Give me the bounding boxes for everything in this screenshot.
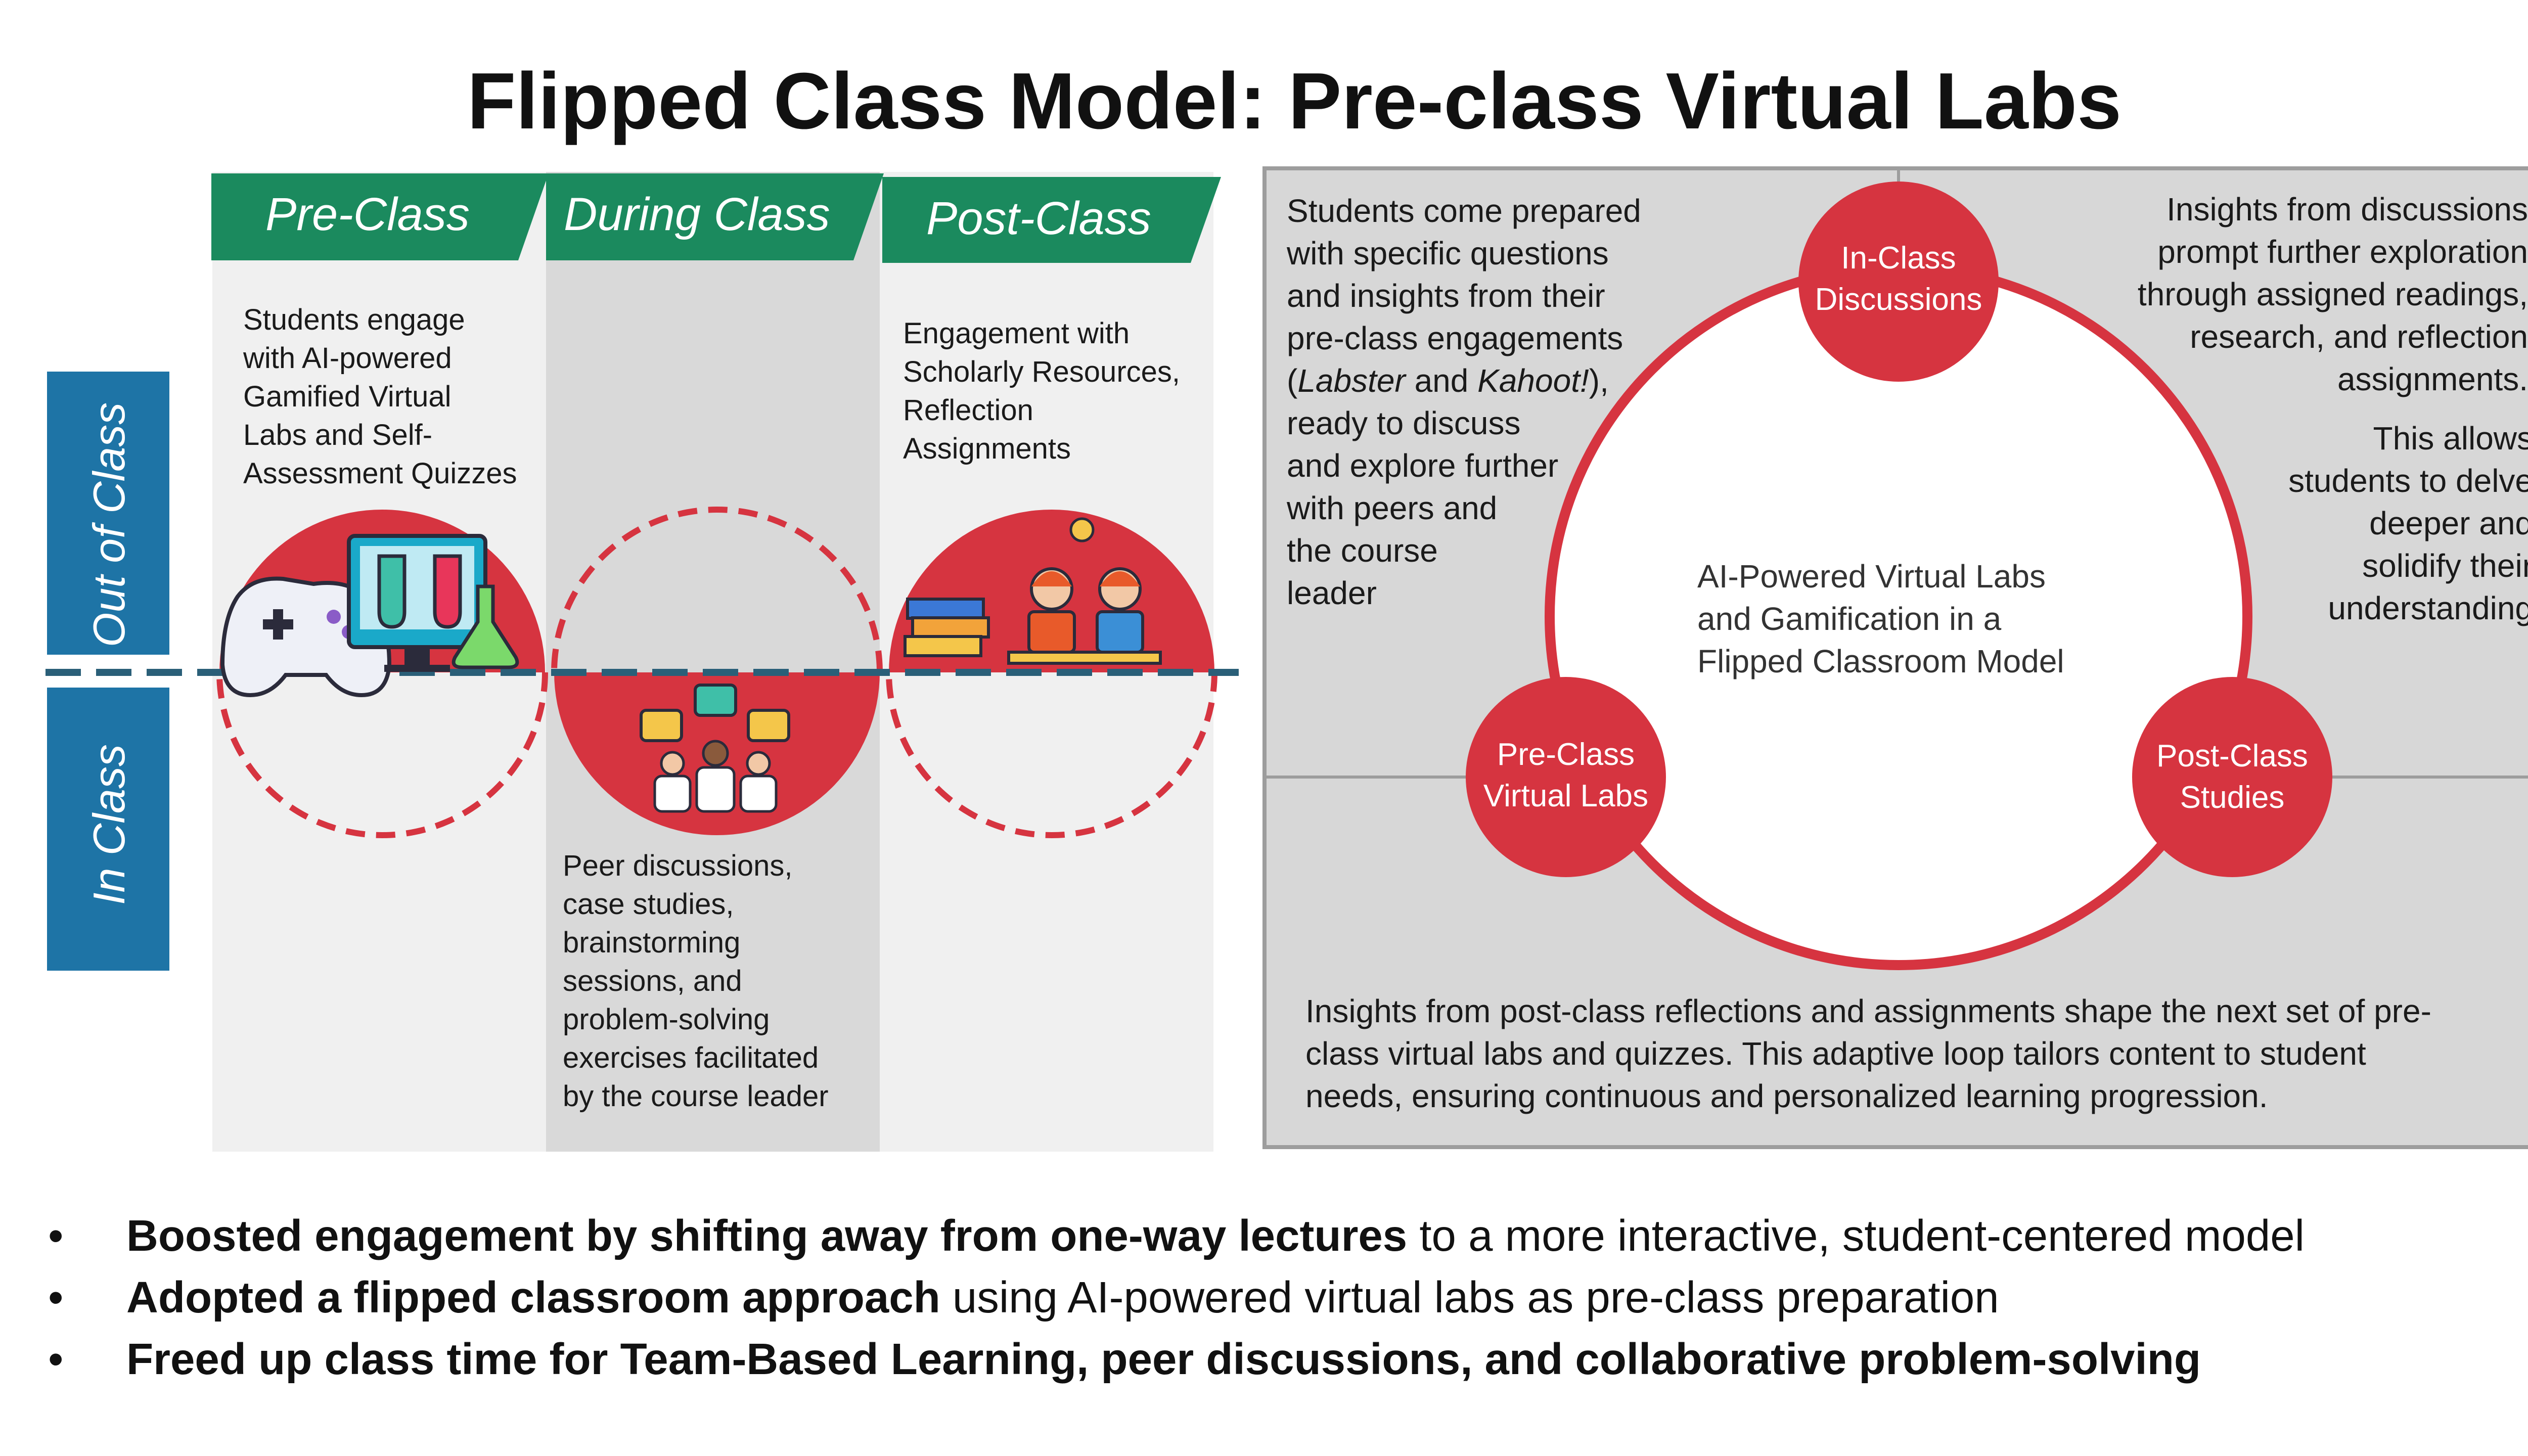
group-discussion-icon: [640, 684, 790, 813]
discussion-text-line: prompt further exploration: [2157, 234, 2528, 270]
post-class-desc-line: Assignments: [903, 432, 1071, 465]
kahoot-name: Kahoot!: [1477, 362, 1589, 399]
during-class-column: [546, 172, 880, 1152]
during-class-header-banner: [546, 173, 884, 260]
during-class-desc-line: brainstorming: [563, 926, 741, 959]
prep-text-line: and insights from their: [1287, 278, 1605, 314]
pre-class-header-banner: [211, 173, 549, 260]
pre-class-desc-line: with AI-powered: [243, 342, 452, 375]
pre-class-desc-line: Labs and Self-: [243, 419, 433, 451]
node-label-line: Discussions: [1815, 282, 1982, 317]
during-class-desc-line: problem-solving: [563, 1003, 770, 1036]
discussion-text-line: research, and reflection: [2190, 318, 2528, 355]
bullet-bold-text: Freed up class time for Team-Based Learn…: [126, 1335, 2201, 1384]
understanding-text-line: understanding: [2328, 590, 2528, 626]
learning-cycle-diagram: [1267, 170, 2528, 970]
post-class-desc-line: Reflection: [903, 394, 1033, 427]
pre-class-node-label: Pre-Class Virtual Labs: [1465, 734, 1667, 817]
in-class-node: [1798, 181, 1999, 382]
students-books-icon: [904, 517, 1162, 665]
labster-name: Labster: [1297, 362, 1406, 399]
bullet-bold-text: Adopted a flipped classroom approach: [126, 1273, 940, 1322]
bullet-dot-icon: •: [48, 1273, 64, 1322]
center-text-line: Flipped Classroom Model: [1697, 643, 2064, 679]
bullet-dot-icon: •: [48, 1335, 64, 1384]
during-class-desc-line: Peer discussions,: [563, 849, 793, 882]
post-class-header: Post-Class: [926, 193, 1151, 244]
pre-class-description: Students engage with AI-powered Gamified…: [243, 301, 517, 493]
prep-text-line: with peers and: [1287, 490, 1498, 526]
during-class-desc-line: case studies,: [563, 888, 734, 921]
post-class-node-label: Post-Class Studies: [2131, 736, 2333, 818]
understanding-text-line: students to delve: [2288, 463, 2528, 499]
post-class-desc-line: Engagement with: [903, 317, 1130, 350]
bullet-rest-text: using AI-powered virtual labs as pre-cla…: [940, 1273, 1999, 1322]
paren-open: (: [1287, 362, 1298, 399]
pre-class-node: [1466, 677, 1666, 877]
understanding-text-line: solidify their: [2362, 548, 2528, 584]
during-class-desc-line: by the course leader: [563, 1080, 829, 1113]
bullet-item: • Boosted engagement by shifting away fro…: [48, 1211, 2305, 1261]
prep-text-line: and explore further: [1287, 447, 1559, 484]
post-class-desc-line: Scholarly Resources,: [903, 355, 1180, 388]
prep-text-line: pre-class engagements: [1287, 320, 1623, 356]
page-title: Flipped Class Model: Pre-class Virtual L…: [467, 57, 2122, 146]
in-class-preparation-text: Students come prepared with specific que…: [1287, 190, 1641, 614]
prep-text-line: leader: [1287, 575, 1377, 611]
cycle-center-text: AI-Powered Virtual Labs and Gamification…: [1697, 555, 2064, 682]
during-class-upper-dashed: [551, 507, 883, 672]
post-class-lower-dashed: [886, 672, 1217, 838]
node-label-line: Studies: [2180, 780, 2285, 815]
center-text-line: AI-Powered Virtual Labs: [1697, 558, 2046, 595]
bullet-item: • Adopted a flipped classroom approach us…: [48, 1272, 1999, 1323]
node-label-line: Pre-Class: [1497, 737, 1635, 772]
during-class-desc-line: sessions, and: [563, 965, 742, 997]
in-class-node-label: In-Class Discussions: [1797, 238, 2000, 321]
during-class-desc-line: exercises facilitated: [563, 1041, 819, 1074]
bullet-dot-icon: •: [48, 1211, 64, 1260]
pre-class-desc-line: Gamified Virtual: [243, 380, 452, 413]
bullet-bold-text: Boosted engagement by shifting away from…: [126, 1211, 1408, 1260]
post-class-description: Engagement with Scholarly Resources, Ref…: [903, 314, 1180, 468]
prep-text-line: with specific questions: [1287, 235, 1609, 271]
adaptive-text-line: needs, ensuring continuous and personali…: [1305, 1078, 2268, 1114]
discussion-text-line: through assigned readings,: [2137, 276, 2528, 312]
phase-circles-diagram: [46, 507, 1239, 838]
adaptive-loop-text: Insights from post-class reflections and…: [1305, 990, 2514, 1117]
adaptive-text-line: class virtual labs and quizzes. This ada…: [1305, 1035, 2366, 1072]
node-label-line: In-Class: [1841, 241, 1956, 276]
in-class-tab: In Class: [47, 688, 169, 971]
post-class-header-banner: [882, 177, 1221, 263]
lab-flask-icon: [377, 554, 519, 669]
prep-text-line-tools: (Labster and Kahoot!),: [1287, 359, 1641, 402]
post-discussion-text: Insights from discussions prompt further…: [2022, 188, 2528, 400]
during-class-description: Peer discussions, case studies, brainsto…: [563, 847, 829, 1116]
discussion-text-line: Insights from discussions: [2166, 191, 2528, 228]
adaptive-text-line: Insights from post-class reflections and…: [1305, 993, 2431, 1029]
understanding-text-line: This allows: [2373, 420, 2528, 457]
and-text: and: [1405, 362, 1478, 399]
during-class-header: During Class: [564, 189, 830, 240]
center-text-line: and Gamification in a: [1697, 601, 2002, 637]
post-class-node: [2132, 677, 2332, 877]
node-label-line: Virtual Labs: [1483, 779, 1649, 813]
phase-headers: [211, 173, 1221, 263]
pre-class-desc-line: Assessment Quizzes: [243, 457, 517, 490]
prep-text-line: Students come prepared: [1287, 193, 1641, 229]
deeper-understanding-text: This allows students to delve deeper and…: [2124, 417, 2528, 629]
prep-text-line: ready to discuss: [1287, 405, 1521, 441]
pre-class-header: Pre-Class: [265, 189, 470, 240]
prep-text-line: the course: [1287, 532, 1438, 569]
out-of-class-tab: Out of Class: [47, 372, 169, 655]
discussion-text-line: assignments.: [2337, 361, 2528, 397]
node-label-line: Post-Class: [2156, 739, 2308, 774]
paren-close: ),: [1589, 362, 1609, 399]
bullet-rest-text: to a more interactive, student-centered …: [1407, 1211, 2305, 1260]
pre-class-lower-dashed: [216, 672, 548, 838]
bullet-item: • Freed up class time for Team-Based Lear…: [48, 1334, 2201, 1385]
pre-class-desc-line: Students engage: [243, 303, 465, 336]
understanding-text-line: deeper and: [2369, 505, 2528, 541]
